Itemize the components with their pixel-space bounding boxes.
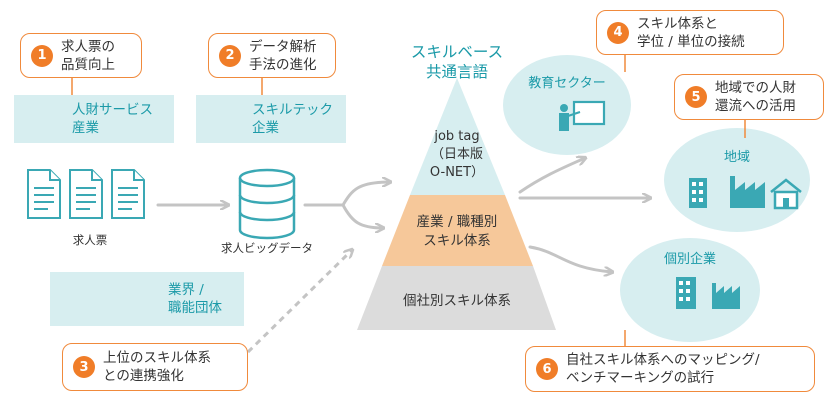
industry-line-1: 業界 / xyxy=(168,282,204,298)
region-title: 地域 xyxy=(723,150,750,165)
skilltech-box: スキルテック企業 xyxy=(196,95,346,143)
pyramid-top-line-2: （日本版 xyxy=(430,147,483,162)
company-factory-icon xyxy=(712,283,740,309)
skilltech-line-2: 企業 xyxy=(252,120,279,136)
callout-6: 6 自社スキル体系へのマッピング/ベンチマーキングの試行 xyxy=(525,346,815,392)
industry-line-2: 職能団体 xyxy=(168,300,222,316)
pyramid-top-line-1: job tag xyxy=(434,129,480,144)
pyramid-top-tier xyxy=(410,78,505,195)
callout-3-line-1: 上位のスキル体系 xyxy=(103,350,211,366)
hr-services-line-2: 産業 xyxy=(72,120,99,136)
callout-2-line-2: 手法の進化 xyxy=(249,56,317,73)
teacher-board-icon xyxy=(559,100,606,131)
skilltech-line-1: スキルテック xyxy=(252,102,333,118)
callout-6-number: 6 xyxy=(536,358,558,380)
job-postings-label: 求人票 xyxy=(72,233,108,247)
callout-5-line-1: 地域での人財 xyxy=(715,80,796,96)
pyramid-heading-line-2: 共通言語 xyxy=(425,63,488,81)
callout-4-line-1: スキル体系と xyxy=(637,15,718,32)
arrow-to-top-tier xyxy=(341,182,390,207)
callout-2-number: 2 xyxy=(219,44,241,67)
callout-4: 4 スキル体系と学位 / 単位の接続 xyxy=(596,10,784,55)
arrow-to-company xyxy=(528,245,612,272)
callout-3-line-2: との連携強化 xyxy=(103,368,184,384)
database-icon xyxy=(238,168,296,240)
house-icon xyxy=(770,178,802,210)
education-ellipse xyxy=(503,55,631,155)
callout-5-line-2: 還流への活用 xyxy=(715,98,796,114)
pyramid-bottom-tier xyxy=(357,266,556,330)
office-building-icon xyxy=(676,277,696,309)
callout-2-line-1: データ解析 xyxy=(249,38,317,55)
city-buildings-icon xyxy=(689,178,707,208)
pyramid-top-label: job tag （日本版 O-NET） xyxy=(402,128,512,182)
callout-3: 3 上位のスキル体系との連携強化 xyxy=(62,343,248,391)
callout-5: 5 地域での人財還流への活用 xyxy=(674,74,824,120)
callout-6-line-2: ベンチマーキングの試行 xyxy=(566,370,715,386)
pyramid-bottom-label: 個社別スキル体系 xyxy=(403,293,511,309)
region-ellipse xyxy=(664,128,810,232)
callout-3-number: 3 xyxy=(73,356,95,378)
callout-1-number: 1 xyxy=(31,44,53,67)
pyramid-middle-line-2: スキル体系 xyxy=(423,233,491,249)
document-stack-icon xyxy=(27,169,145,219)
pyramid-top-line-3: O-NET） xyxy=(429,165,485,180)
callout-4-line-2: 学位 / 単位の接続 xyxy=(637,33,745,50)
factory-icon xyxy=(730,176,765,208)
pyramid-heading: スキルベース 共通言語 xyxy=(380,42,534,82)
company-title: 個別企業 xyxy=(663,252,716,267)
callout-1: 1 求人票の品質向上 xyxy=(20,33,142,78)
arrow-to-middle-tier xyxy=(341,203,383,228)
industry-association-box: 業界 / 職能団体 xyxy=(50,272,244,326)
big-data-label: 求人ビッグデータ xyxy=(221,241,313,255)
hr-services-box: 人財サービス産業 xyxy=(14,95,174,143)
hr-services-line-1: 人財サービス xyxy=(72,102,153,118)
callout-5-number: 5 xyxy=(685,86,707,108)
callout-1-line-1: 求人票の xyxy=(61,38,115,55)
dashed-arrow-industry xyxy=(246,250,352,354)
pyramid-middle-tier xyxy=(382,195,533,266)
callout-6-line-1: 自社スキル体系へのマッピング/ xyxy=(566,352,760,368)
callout-1-line-2: 品質向上 xyxy=(61,56,115,73)
pyramid-heading-line-1: スキルベース xyxy=(410,43,504,61)
education-title: 教育セクター xyxy=(528,76,606,91)
pyramid-middle-line-1: 産業 / 職種別 xyxy=(416,214,498,230)
callout-4-number: 4 xyxy=(607,21,629,44)
pyramid-middle-label: 産業 / 職種別 スキル体系 xyxy=(392,213,522,251)
callout-2: 2 データ解析手法の進化 xyxy=(208,33,336,78)
arrow-to-education xyxy=(518,158,585,194)
